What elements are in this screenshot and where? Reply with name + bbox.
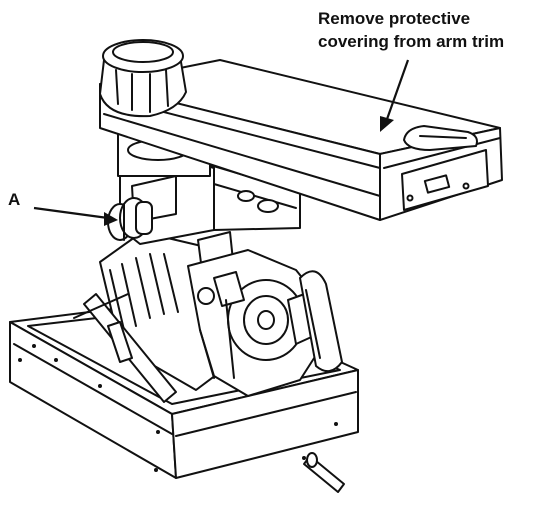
callout-text: Remove protective covering from arm trim bbox=[318, 7, 552, 53]
callout-line-2: covering from arm trim bbox=[318, 30, 552, 53]
base-rod bbox=[304, 453, 344, 492]
callout-line-1: Remove protective bbox=[318, 7, 552, 30]
label-a-arrow bbox=[34, 208, 118, 226]
label-a: A bbox=[8, 190, 20, 210]
elevation-crank bbox=[100, 40, 186, 116]
